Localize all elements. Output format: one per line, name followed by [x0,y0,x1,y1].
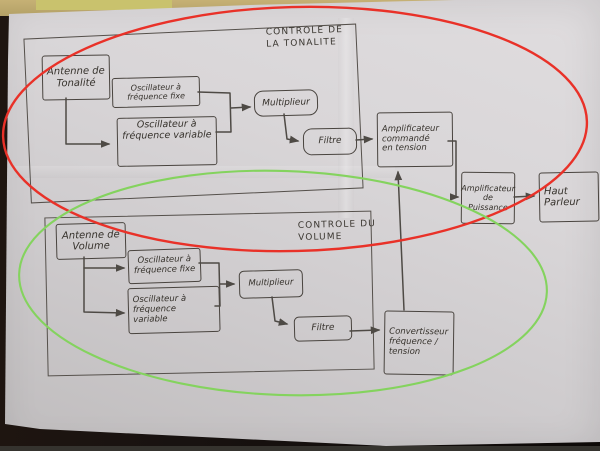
background-object [36,0,172,10]
arrow-tone-multiplier-to-filter [283,113,300,144]
arrow-vca-to-power-amp [447,140,460,201]
arrow-tone-filter-to-vca [355,135,374,144]
arrow-tone-antenna-to-variable-osc [65,97,111,148]
connector-lines [65,91,536,335]
arrow-volume-antenna-to-variable-osc [83,256,126,317]
red-ellipse-annotation [1,5,589,253]
line-tone-osc-junction [197,91,232,133]
paper-crease-vertical [338,18,354,218]
paper-crease-horizontal [15,166,395,178]
arrow-volume-multiplier-to-filter [271,296,289,326]
green-ellipse-annotation [18,169,548,397]
line-volume-osc-junction [198,262,221,307]
photo-bottom-edge [0,446,600,451]
arrow-tone-junction-to-multiplier [230,103,252,112]
arrow-volume-filter-to-converter [349,326,381,335]
